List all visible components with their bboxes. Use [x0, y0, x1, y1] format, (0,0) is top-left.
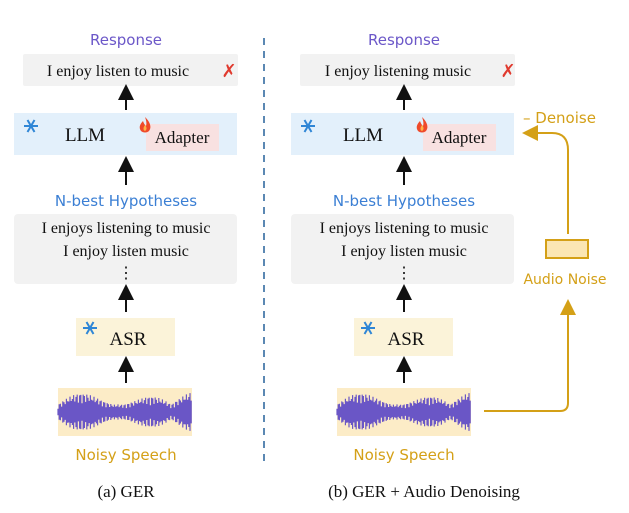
arrow-speech-to-noise [484, 299, 576, 412]
adapter-box [146, 124, 219, 151]
hypothesis-1: I enjoys listening to music [320, 220, 489, 237]
audio-noise-label: Audio Noise [523, 272, 606, 288]
hypothesis-2: I enjoy listen music [341, 243, 467, 260]
caption-right: (b) GER + Audio Denoising [328, 482, 520, 501]
hypotheses-box [291, 214, 514, 284]
response-text: I enjoy listen to music [47, 63, 189, 80]
hypothesis-ellipsis: ⋮ [396, 265, 412, 282]
arrow-noise-to-llm [522, 125, 569, 234]
panel-ger-denoising: Response I enjoy listening music ✗ LLM A… [291, 31, 607, 501]
llm-label: LLM [65, 125, 105, 146]
waveform-icon [336, 388, 471, 436]
response-label: Response [368, 31, 440, 49]
adapter-box [423, 124, 496, 151]
response-text: I enjoy listening music [325, 63, 471, 80]
audio-noise-box [545, 239, 589, 259]
llm-label: LLM [343, 125, 383, 146]
nbest-label: N-best Hypotheses [55, 192, 197, 210]
caption-left: (a) GER [97, 482, 155, 501]
adapter-label: Adapter [432, 128, 487, 147]
response-box [300, 54, 515, 86]
adapter-label: Adapter [155, 128, 210, 147]
asr-label: ASR [110, 329, 147, 350]
speech-label: Noisy Speech [75, 446, 176, 464]
hypothesis-ellipsis: ⋮ [118, 265, 134, 282]
hypothesis-2: I enjoy listen music [63, 243, 189, 260]
response-label: Response [90, 31, 162, 49]
panel-ger: Response I enjoy listen to music ✗ LLM A… [14, 31, 238, 501]
response-box [23, 54, 238, 86]
hypothesis-1: I enjoys listening to music [42, 220, 211, 237]
wrong-mark: ✗ [221, 61, 236, 82]
speech-label: Noisy Speech [353, 446, 454, 464]
hypotheses-box [14, 214, 237, 284]
asr-label: ASR [388, 329, 425, 350]
wrong-mark: ✗ [500, 61, 515, 82]
denoise-label: – Denoise [523, 109, 596, 127]
nbest-label: N-best Hypotheses [333, 192, 475, 210]
waveform-icon [57, 388, 192, 436]
